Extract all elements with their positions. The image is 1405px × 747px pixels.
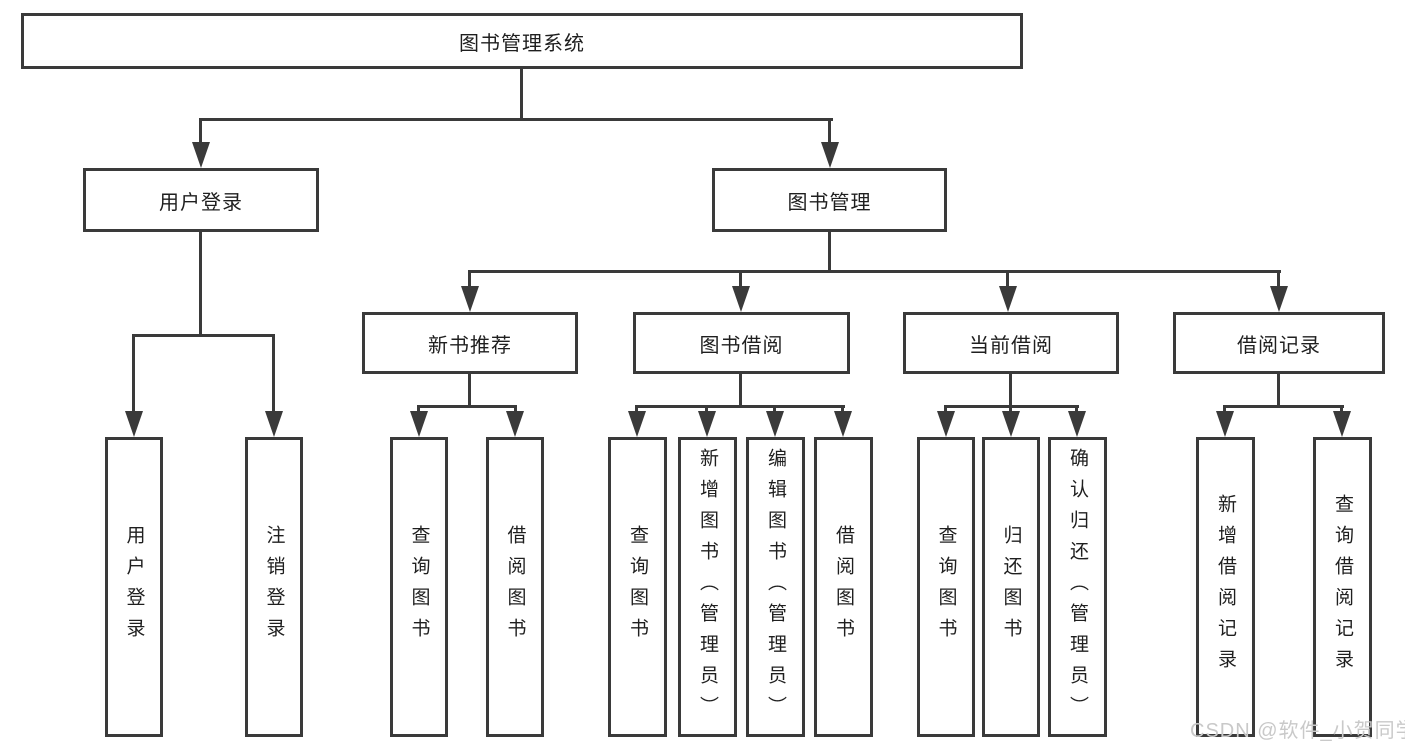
- connector-line: [1277, 270, 1280, 288]
- connector-line: [773, 405, 776, 413]
- arrow-down-icon: [192, 142, 210, 168]
- connector-line: [705, 405, 708, 413]
- connector-line: [841, 405, 844, 413]
- arrow-down-icon: [461, 286, 479, 312]
- node-label: 图书管理: [787, 191, 872, 214]
- watermark-text: CSDN @软件_小贺同学: [1190, 720, 1405, 742]
- leaf-current-query-books: 查询图书: [917, 437, 975, 737]
- node-label: 图书借阅: [699, 334, 784, 357]
- leaf-label: 新增图书（管理员）: [697, 447, 718, 727]
- connector-line: [520, 69, 523, 120]
- node-label: 用户登录: [159, 191, 243, 214]
- node-label: 图书管理系统: [459, 32, 585, 55]
- leaf-label: 归还图书: [1000, 525, 1022, 649]
- leaf-current-return-books: 归还图书: [982, 437, 1040, 737]
- connector-line: [1006, 270, 1009, 288]
- arrow-down-icon: [265, 411, 283, 437]
- connector-line: [1075, 405, 1078, 413]
- leaf-current-confirm-return-admin: 确认归还（管理员）: [1048, 437, 1107, 737]
- connector-line: [468, 374, 471, 408]
- connector-line: [514, 405, 517, 413]
- arrow-down-icon: [821, 142, 839, 168]
- leaf-borrow-edit-books-admin: 编辑图书（管理员）: [746, 437, 805, 737]
- leaf-recommend-borrow-books: 借阅图书: [486, 437, 544, 737]
- leaf-label: 确认归还（管理员）: [1067, 447, 1088, 727]
- arrow-down-icon: [732, 286, 750, 312]
- node-library-management-system: 图书管理系统: [21, 13, 1023, 69]
- node-book-borrowing: 图书借阅: [633, 312, 850, 374]
- connector-line: [132, 334, 275, 337]
- node-label: 借阅记录: [1237, 334, 1321, 357]
- arrow-down-icon: [937, 411, 955, 437]
- arrow-down-icon: [628, 411, 646, 437]
- arrow-down-icon: [506, 411, 524, 437]
- leaf-label: 编辑图书（管理员）: [765, 447, 786, 727]
- arrow-down-icon: [1216, 411, 1234, 437]
- arrow-down-icon: [698, 411, 716, 437]
- leaf-record-add-borrow-record: 新增借阅记录: [1196, 437, 1255, 737]
- leaf-record-query-borrow-record: 查询借阅记录: [1313, 437, 1372, 737]
- connector-line: [739, 374, 742, 408]
- connector-line: [635, 405, 638, 413]
- leaf-label: 借阅图书: [833, 525, 854, 649]
- node-current-borrowing: 当前借阅: [903, 312, 1119, 374]
- leaf-label: 查询借阅记录: [1332, 494, 1353, 680]
- node-new-book-recommendation: 新书推荐: [362, 312, 578, 374]
- leaf-label: 新增借阅记录: [1215, 494, 1236, 680]
- leaf-recommend-query-books: 查询图书: [390, 437, 448, 737]
- arrow-down-icon: [834, 411, 852, 437]
- arrow-down-icon: [999, 286, 1017, 312]
- arrow-down-icon: [125, 411, 143, 437]
- node-user-login: 用户登录: [83, 168, 319, 232]
- connector-line: [272, 334, 275, 413]
- node-label: 当前借阅: [969, 334, 1053, 357]
- connector-line: [1277, 374, 1280, 408]
- connector-line: [417, 405, 517, 408]
- connector-line: [199, 118, 202, 144]
- connector-line: [1223, 405, 1226, 413]
- leaf-borrow-query-books: 查询图书: [608, 437, 667, 737]
- leaf-borrow-borrow-books: 借阅图书: [814, 437, 873, 737]
- node-book-management: 图书管理: [712, 168, 947, 232]
- connector-line: [468, 270, 471, 288]
- leaf-label: 用户登录: [123, 525, 145, 649]
- leaf-label: 查询图书: [408, 525, 430, 649]
- leaf-user-login: 用户登录: [105, 437, 163, 737]
- connector-line: [1009, 405, 1012, 413]
- connector-line: [132, 334, 135, 413]
- connector-line: [199, 118, 833, 121]
- connector-line: [1009, 374, 1012, 408]
- leaf-label: 查询图书: [935, 525, 957, 649]
- connector-line: [468, 270, 1281, 273]
- connector-line: [635, 405, 845, 408]
- arrow-down-icon: [766, 411, 784, 437]
- connector-line: [417, 405, 420, 413]
- connector-line: [944, 405, 947, 413]
- arrow-down-icon: [410, 411, 428, 437]
- arrow-down-icon: [1333, 411, 1351, 437]
- node-label: 新书推荐: [428, 334, 512, 357]
- leaf-label: 借阅图书: [504, 525, 526, 649]
- connector-line: [1340, 405, 1343, 413]
- connector-line: [1223, 405, 1344, 408]
- arrow-down-icon: [1002, 411, 1020, 437]
- leaf-label: 注销登录: [263, 525, 285, 649]
- leaf-label: 查询图书: [627, 525, 648, 649]
- arrow-down-icon: [1270, 286, 1288, 312]
- connector-line: [199, 231, 202, 337]
- leaf-borrow-add-books-admin: 新增图书（管理员）: [678, 437, 737, 737]
- connector-line: [828, 231, 831, 273]
- connector-line: [828, 118, 831, 144]
- connector-line: [739, 270, 742, 288]
- arrow-down-icon: [1068, 411, 1086, 437]
- leaf-logout: 注销登录: [245, 437, 303, 737]
- node-borrowing-records: 借阅记录: [1173, 312, 1385, 374]
